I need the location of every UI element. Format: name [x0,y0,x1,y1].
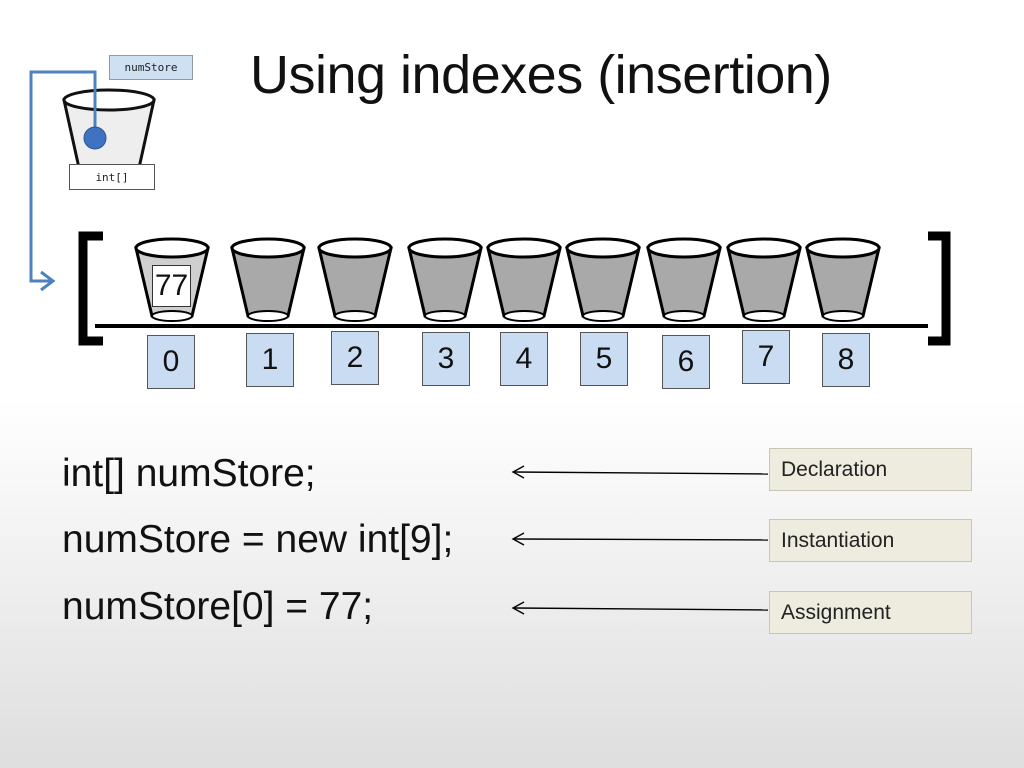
index-label-7: 7 [742,330,790,384]
left-bracket [78,231,103,346]
code-line-declaration: int[] numStore; [62,452,316,495]
code-line-assignment: numStore[0] = 77; [62,585,374,628]
array-slot-cup-4 [486,237,562,322]
index-label-2: 2 [331,331,379,385]
slot-0-value: 77 [152,265,191,307]
array-slot-cup-1 [230,237,306,322]
array-slot-cup-6 [646,237,722,322]
array-slot-cup-2 [317,237,393,322]
instantiation-label: Instantiation [769,519,972,562]
reference-arrow [29,70,107,292]
array-slot-cup-3 [407,237,483,322]
index-label-6: 6 [662,335,710,389]
index-label-1: 1 [246,333,294,387]
right-bracket [928,231,951,346]
index-label-0: 0 [147,335,195,389]
array-slot-cup-8 [805,237,881,322]
variable-name-tag: numStore [109,55,193,80]
array-slot-cup-5 [565,237,641,322]
index-label-5: 5 [580,332,628,386]
index-label-8: 8 [822,333,870,387]
code-arrows [511,465,769,615]
slide-title: Using indexes (insertion) [250,45,832,105]
code-line-instantiation: numStore = new int[9]; [62,518,454,561]
declaration-label: Declaration [769,448,972,491]
variable-type-tag: int[] [69,164,155,190]
index-label-4: 4 [500,332,548,386]
array-slot-cup-7 [726,237,802,322]
index-label-3: 3 [422,332,470,386]
assignment-label: Assignment [769,591,972,634]
